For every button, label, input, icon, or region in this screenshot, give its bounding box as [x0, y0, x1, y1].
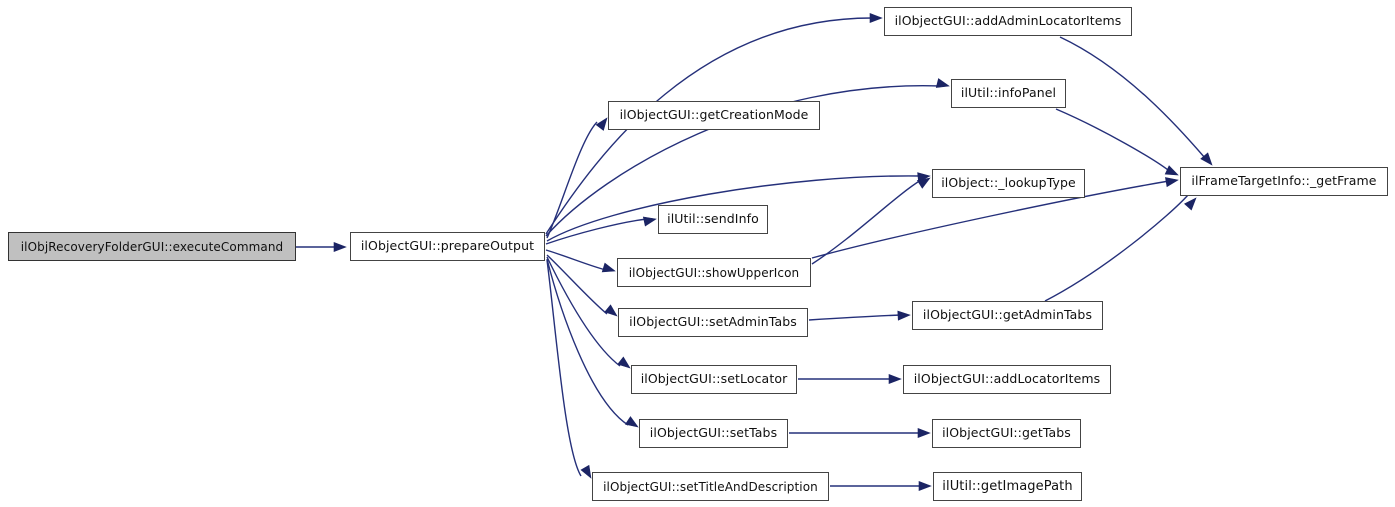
arrowhead-icon	[642, 216, 657, 227]
graph-node-label: ilObjectGUI::setTitleAndDescription	[603, 479, 818, 494]
call-edge	[546, 259, 582, 477]
graph-node-setTitleAndDescription[interactable]: ilObjectGUI::setTitleAndDescription	[592, 472, 829, 501]
arrowhead-icon	[935, 78, 950, 88]
call-edge	[545, 218, 648, 245]
call-edge	[811, 179, 922, 265]
graph-node-label: ilObjectGUI::showUpperIcon	[628, 265, 800, 280]
call-edge	[546, 175, 922, 242]
arrowhead-icon	[1184, 197, 1197, 211]
graph-node-executeCommand[interactable]: ilObjRecoveryFolderGUI::executeCommand	[8, 232, 296, 261]
graph-node-setTabs[interactable]: ilObjectGUI::setTabs	[639, 419, 788, 448]
graph-node-label: ilObject::_lookupType	[941, 175, 1076, 191]
arrowhead-icon	[888, 373, 902, 385]
graph-node-label: ilObjRecoveryFolderGUI::executeCommand	[20, 239, 284, 254]
graph-node-getCreationMode[interactable]: ilObjectGUI::getCreationMode	[608, 101, 820, 130]
call-edge	[546, 254, 608, 315]
graph-node-label: ilObjectGUI::getAdminTabs	[922, 307, 1093, 323]
call-edge	[808, 314, 902, 321]
arrowhead-icon	[916, 177, 931, 189]
graph-node-label: ilFrameTargetInfo::_getFrame	[1191, 173, 1377, 189]
call-edge	[545, 17, 873, 235]
arrowhead-icon	[624, 416, 639, 428]
call-edge	[546, 258, 629, 426]
graph-node-label: ilUtil::infoPanel	[960, 85, 1057, 101]
arrowhead-icon	[595, 117, 608, 131]
graph-node-getAdminTabs[interactable]: ilObjectGUI::getAdminTabs	[912, 301, 1103, 330]
graph-node-label: ilObjectGUI::getCreationMode	[619, 107, 809, 123]
graph-node-prepareOutput[interactable]: ilObjectGUI::prepareOutput	[350, 232, 545, 261]
call-edge	[545, 85, 941, 237]
graph-node-label: ilObjectGUI::setTabs	[649, 425, 778, 441]
call-edge	[1055, 108, 1169, 171]
graph-node-addAdminLocatorItems[interactable]: ilObjectGUI::addAdminLocatorItems	[884, 7, 1132, 36]
arrowhead-icon	[918, 480, 932, 492]
graph-node-label: ilUtil::getImagePath	[942, 479, 1073, 494]
graph-node-addLocatorItems[interactable]: ilObjectGUI::addLocatorItems	[903, 365, 1111, 394]
arrowhead-icon	[1164, 165, 1179, 176]
arrowhead-icon	[869, 12, 883, 24]
call-edge	[811, 180, 1170, 259]
call-edge	[546, 256, 621, 367]
call-edge	[546, 121, 598, 239]
graph-node-label: ilObjectGUI::setLocator	[640, 371, 788, 387]
graph-node-label: ilObjectGUI::addLocatorItems	[913, 371, 1101, 387]
graph-node-showUpperIcon[interactable]: ilObjectGUI::showUpperIcon	[617, 258, 811, 287]
arrowhead-icon	[580, 464, 592, 479]
graph-node-getImagePath[interactable]: ilUtil::getImagePath	[933, 472, 1082, 501]
graph-node-label: ilObjectGUI::setAdminTabs	[629, 314, 797, 330]
graph-node-label: ilUtil::sendInfo	[667, 211, 759, 227]
graph-node-getTabs[interactable]: ilObjectGUI::getTabs	[932, 419, 1081, 448]
graph-node-lookupType[interactable]: ilObject::_lookupType	[932, 169, 1085, 198]
arrowhead-icon	[333, 241, 347, 253]
arrowhead-icon	[601, 262, 616, 273]
graph-node-getFrame[interactable]: ilFrameTargetInfo::_getFrame	[1180, 167, 1388, 196]
graph-node-setAdminTabs[interactable]: ilObjectGUI::setAdminTabs	[618, 308, 808, 337]
graph-node-label: ilObjectGUI::addAdminLocatorItems	[894, 13, 1122, 29]
graph-node-label: ilObjectGUI::getTabs	[942, 425, 1071, 441]
arrowhead-icon	[1165, 177, 1179, 188]
call-edge	[1059, 36, 1206, 159]
call-edge	[1044, 194, 1189, 302]
graph-node-sendInfo[interactable]: ilUtil::sendInfo	[658, 205, 768, 234]
arrowhead-icon	[917, 427, 931, 439]
arrowhead-icon	[897, 310, 911, 321]
arrowhead-icon	[617, 356, 631, 369]
graph-node-label: ilObjectGUI::prepareOutput	[360, 238, 535, 254]
arrowhead-icon	[604, 304, 618, 317]
call-edge	[545, 249, 607, 271]
graph-node-setLocator[interactable]: ilObjectGUI::setLocator	[631, 365, 797, 394]
arrowhead-icon	[1200, 152, 1213, 166]
graph-node-infoPanel[interactable]: ilUtil::infoPanel	[951, 79, 1066, 108]
